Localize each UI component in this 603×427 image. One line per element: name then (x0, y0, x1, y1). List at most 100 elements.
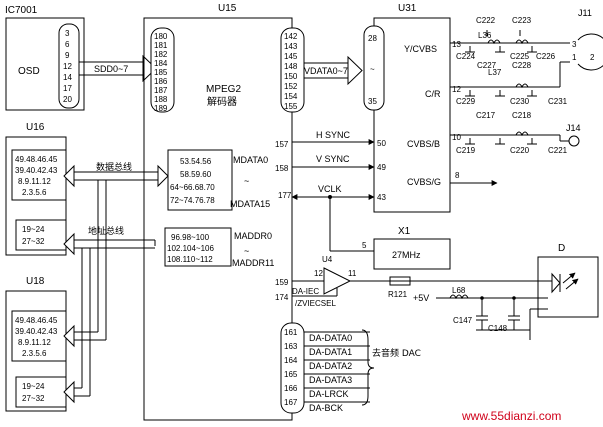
u31-pin-group (363, 25, 385, 111)
filter-part-label: C228 (512, 61, 532, 70)
maddr-pins: 108.110~112 (167, 255, 213, 264)
filter-part-label: L37 (488, 68, 502, 77)
u31-body (373, 17, 451, 213)
maddr-pin-box (164, 227, 232, 267)
u18-block: U18 49.48.46.45 39.40.42.43 8.9.11.12 2.… (5, 276, 67, 412)
ic7001-pin: 3 (65, 29, 70, 38)
filter-part-label: C226 (536, 52, 556, 61)
da-signal-label: DA-DATA1 (309, 347, 352, 357)
u31-pin-8: 8 (455, 171, 460, 180)
ic7001-pin: 6 (65, 40, 70, 49)
maddr-pins: 102.104~106 (167, 244, 214, 253)
filter-part-label: C227 (477, 61, 497, 70)
u31-pin-49: 49 (377, 163, 386, 172)
c148-label: C148 (488, 324, 508, 333)
maddr-tilde: ~ (244, 246, 249, 256)
u18-label: U18 (26, 276, 45, 287)
u15-right-pin-group (280, 27, 305, 113)
u31-pin-28: 28 (368, 34, 377, 43)
filter-part-label: C218 (512, 111, 532, 120)
vdata-bus: VDATA0~7 (304, 55, 363, 86)
u15-pin-177: 177 (278, 191, 292, 200)
da-signal-label: DA-DATA2 (309, 361, 352, 371)
u31-pin-13: 13 (452, 40, 461, 49)
u15-subtitle: 解码器 (207, 95, 237, 108)
u16-data-pins: 39.40.42.43 (15, 166, 58, 175)
u31-pin-43: 43 (377, 193, 386, 202)
filter-part-label: C229 (456, 97, 476, 106)
ic7001-pin-group (58, 23, 80, 109)
address-bus: 地址总线 (63, 225, 156, 404)
da-signal-label: DA-LRCK (309, 389, 349, 399)
u16-addr-pins: 19~24 (22, 225, 45, 234)
u15-pin: 181 (154, 41, 168, 50)
u15-pin: 150 (284, 72, 298, 81)
power-filter: R121 +5V L68 C147 C148 (388, 276, 548, 340)
u15-pin: 163 (284, 342, 298, 351)
c147-label: C147 (453, 316, 473, 325)
u15-pin: 186 (154, 77, 168, 86)
mdata15-label: MDATA15 (230, 199, 270, 209)
ic7001-name: OSD (18, 66, 40, 77)
supply-label: +5V (413, 293, 429, 303)
x1-freq: 27MHz (392, 250, 421, 260)
j11-connector: J11 3 1 2 (559, 8, 603, 87)
filter-part-label: C220 (510, 146, 530, 155)
ic7001-pin: 20 (63, 95, 72, 104)
ic7001-block: IC7001 OSD 3 6 9 12 14 17 20 (5, 5, 85, 111)
filter-part-label: C222 (476, 16, 496, 25)
maddr-pins: 96.98~100 (171, 233, 210, 242)
u18-addr-pins: 27~32 (22, 394, 45, 403)
optical-label: D (558, 243, 565, 254)
ic7001-pin: 9 (65, 51, 70, 60)
ic7001-label: IC7001 (5, 5, 38, 16)
filter-part-label: L36 (478, 31, 492, 40)
filter-part-label: C219 (456, 146, 476, 155)
sdd-bus: SDD0~7 (79, 54, 157, 83)
sync-wires: H SYNC V SYNC VCLK 5 (291, 130, 498, 252)
u15-pin: 155 (284, 102, 298, 111)
data-bus: 数据总线 (63, 161, 169, 348)
u16-addr-pin-box (15, 219, 67, 251)
u15-da-pin-group (280, 322, 305, 414)
mdata-pins: 53.54.56 (180, 157, 212, 166)
filter-part-label: C224 (456, 52, 476, 61)
u15-title: MPEG2 (206, 84, 241, 95)
u15-pin: 166 (284, 384, 298, 393)
x1-oscillator: X1 27MHz (373, 226, 451, 270)
mdata-tilde: ~ (244, 176, 249, 186)
u16-data-pins: 2.3.5.6 (22, 188, 47, 197)
u15-pin-159: 159 (275, 278, 289, 287)
u15-pin: 184 (154, 59, 168, 68)
ic7001-pin: 14 (63, 73, 72, 82)
maddr0-label: MADDR0 (234, 231, 272, 241)
vsync-label: V SYNC (316, 154, 350, 164)
u15-pin: 182 (154, 50, 168, 59)
filter-part-label: C217 (476, 111, 496, 120)
vdata-bus-label: VDATA0~7 (304, 66, 348, 76)
u31-block: U31 28 ~ 35 50 49 43 Y/CVBS C/R CVBS/B C… (363, 3, 461, 213)
u31-out-cr: C/R (425, 89, 441, 99)
zviecsel-label: /ZVIECSEL (295, 299, 336, 308)
u18-data-pins: 2.3.5.6 (22, 349, 47, 358)
u15-pin-174: 174 (275, 293, 289, 302)
j14-label: J14 (566, 123, 581, 133)
u31-pin-35: 35 (368, 97, 377, 106)
u15-block: U15 MPEG2 解码器 180 181 182 184 185 186 18… (143, 3, 336, 421)
filter-part-label: C223 (512, 16, 532, 25)
vclk-label: VCLK (318, 184, 342, 194)
u15-pin: 180 (154, 32, 168, 41)
u18-data-pins: 8.9.11.12 (18, 338, 51, 347)
ic7001-pin: 12 (63, 62, 72, 71)
mdata-pin-box (167, 149, 233, 211)
u16-data-pins: 8.9.11.12 (18, 177, 51, 186)
u4-label: U4 (322, 255, 333, 264)
filter-part-label: C221 (548, 146, 568, 155)
watermark: www.55dianzi.com (461, 409, 561, 423)
u4-pin-11: 11 (348, 269, 357, 278)
u15-pin: 167 (284, 398, 298, 407)
data-bus-label: 数据总线 (96, 161, 132, 173)
j11-pin: 3 (572, 40, 577, 49)
mdata-pins: 58.59.60 (180, 170, 212, 179)
